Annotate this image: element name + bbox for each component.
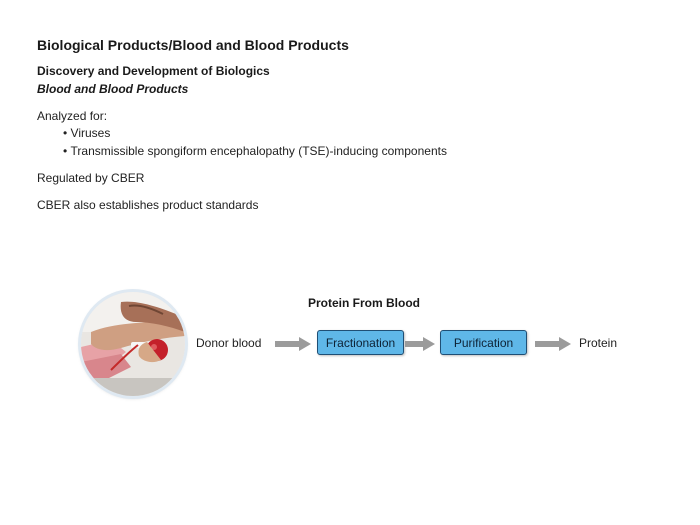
page-title: Biological Products/Blood and Blood Prod…: [37, 37, 349, 53]
purification-step: Purification: [440, 330, 527, 355]
list-item: Transmissible spongiform encephalopathy …: [63, 144, 447, 162]
analyzed-list: Viruses Transmissible spongiform encepha…: [63, 126, 447, 162]
standards-text: CBER also establishes product standards: [37, 198, 259, 212]
section-topic: Blood and Blood Products: [37, 82, 189, 96]
protein-output-label: Protein: [579, 336, 618, 350]
arrow-right-icon: [405, 337, 435, 351]
fractionation-step: Fractionation: [317, 330, 404, 355]
diagram-title: Protein From Blood: [308, 296, 420, 310]
donor-blood-label: Donor blood: [196, 336, 262, 350]
list-item: Viruses: [63, 126, 447, 144]
regulated-text: Regulated by CBER: [37, 171, 145, 185]
section-subtitle: Discovery and Development of Biologics: [37, 64, 270, 78]
arrow-right-icon: [275, 337, 311, 351]
blood-donation-photo: [81, 292, 185, 396]
arrow-right-icon: [535, 337, 571, 351]
analyzed-label: Analyzed for:: [37, 109, 108, 123]
